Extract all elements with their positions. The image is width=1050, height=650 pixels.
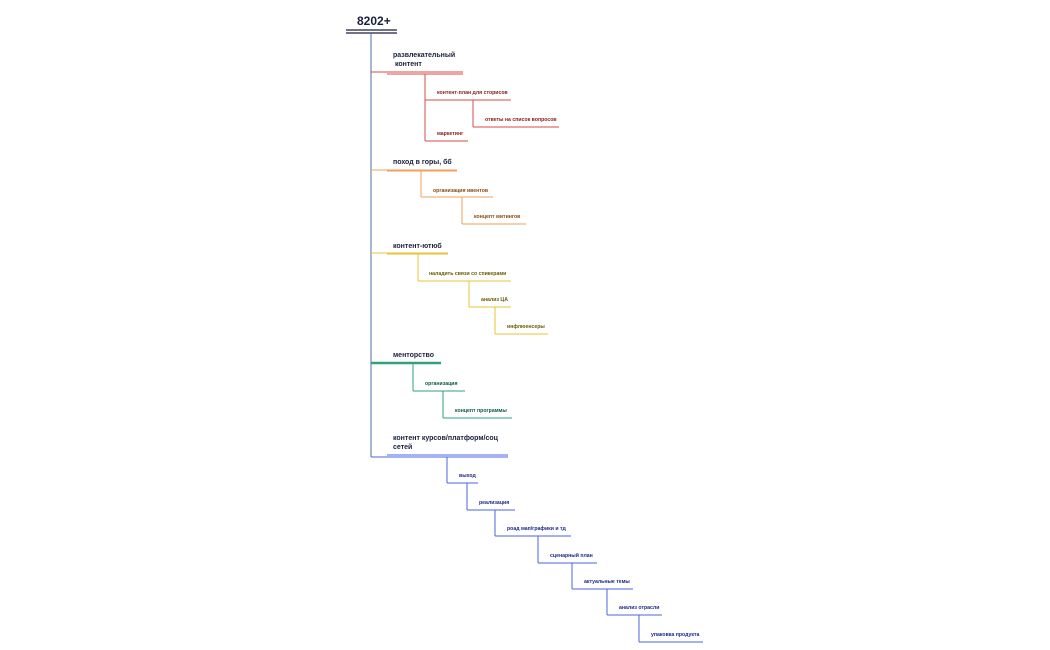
node-speaker-connections[interactable]: наладить связи со спикерами xyxy=(429,271,506,277)
branch-youtube-content[interactable]: контент-ютюб xyxy=(393,242,442,251)
node-label: маркетинг xyxy=(437,131,464,137)
node-audience-analysis[interactable]: анализ ЦА xyxy=(481,297,508,303)
branch-label: контент-ютюб xyxy=(393,243,442,250)
node-label: анализ отрасли xyxy=(619,605,660,611)
node-questions-answers[interactable]: ответы на список вопросов xyxy=(485,117,557,123)
branch-entertainment-content[interactable]: развлекательный контент xyxy=(393,51,455,70)
node-label: контент-план для сторисов xyxy=(437,90,508,96)
node-label: роад мап/графики и тд xyxy=(507,526,566,532)
node-label: реализация xyxy=(479,500,510,506)
root-label: 8202+ xyxy=(357,14,391,28)
node-influencers[interactable]: инфлюенсеры xyxy=(507,324,545,330)
node-marketing[interactable]: маркетинг xyxy=(437,131,463,137)
node-label: анализ ЦА xyxy=(481,297,508,303)
node-product-packaging[interactable]: упаковка продукта xyxy=(651,632,699,638)
node-label: наладить связи со спикерами xyxy=(429,271,507,277)
node-label: упаковка продукта xyxy=(651,632,700,638)
node-exit[interactable]: выход xyxy=(459,473,476,479)
branch-courses-content[interactable]: контент курсов/платформ/соц сетей xyxy=(393,434,498,453)
node-meeting-concept[interactable]: концепт митингов xyxy=(474,214,520,220)
node-roadmap[interactable]: роад мап/графики и тд xyxy=(507,526,566,532)
branch-mentorship[interactable]: менторство xyxy=(393,351,434,360)
node-label: организация xyxy=(425,381,458,387)
node-label: ответы на список вопросов xyxy=(485,117,557,123)
node-organization[interactable]: организация xyxy=(425,381,458,387)
node-current-topics[interactable]: актуальные темы xyxy=(584,579,630,585)
node-stories-content-plan[interactable]: контент-план для сторисов xyxy=(437,90,508,96)
branch-label: поход в горы, бб xyxy=(393,159,452,166)
node-label: организация ивентов xyxy=(433,188,489,194)
branch-label-line1: развлекательный xyxy=(393,52,456,59)
node-label: концепт программы xyxy=(455,408,507,414)
node-label: актуальные темы xyxy=(584,579,630,585)
node-program-concept[interactable]: концепт программы xyxy=(455,408,507,414)
node-industry-analysis[interactable]: анализ отрасли xyxy=(619,605,659,611)
node-script-plan[interactable]: сценарный план xyxy=(550,553,593,559)
node-label: инфлюенсеры xyxy=(507,324,545,330)
branch-mountain-hike[interactable]: поход в горы, бб xyxy=(393,158,452,167)
node-label: концепт митингов xyxy=(474,214,521,220)
node-label: выход xyxy=(459,473,476,479)
branch-label-line2: контент xyxy=(393,61,422,69)
node-implementation[interactable]: реализация xyxy=(479,500,509,506)
node-event-organization[interactable]: организация ивентов xyxy=(433,188,488,194)
node-label: сценарный план xyxy=(550,553,593,559)
branch-label: менторство xyxy=(393,352,434,359)
branch-label-line2: сетей xyxy=(393,444,413,452)
root-node[interactable]: 8202+ xyxy=(357,14,391,28)
branch-label-line1: контент курсов/платформ/соц xyxy=(393,435,498,442)
